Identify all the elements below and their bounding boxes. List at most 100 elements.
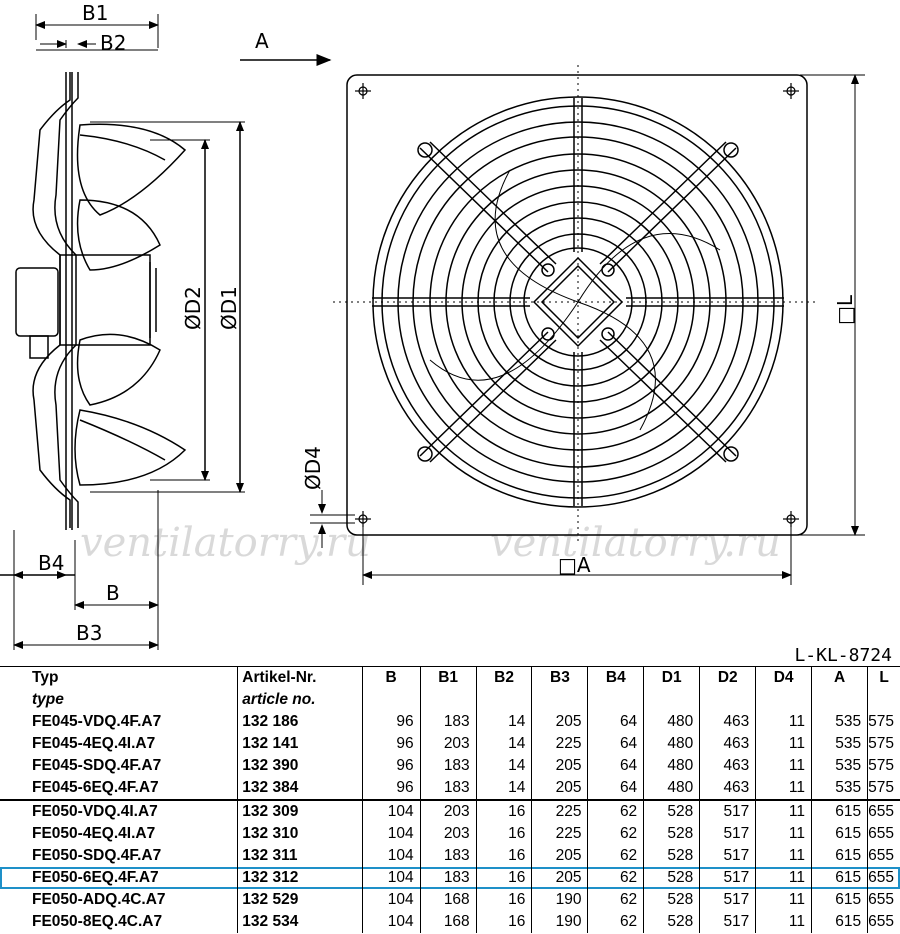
cell-type: FE045-VDQ.4F.A7 (32, 713, 162, 730)
header-article-sub: article no. (242, 691, 316, 708)
cell-b3: 225 (531, 733, 588, 755)
header-b: B (361, 666, 421, 711)
cell-b3: 205 (531, 711, 588, 733)
cell-d4: 11 (755, 777, 812, 800)
cell-b2: 16 (475, 911, 532, 933)
cell-b2: 14 (475, 777, 532, 800)
table-header-row: Typ type Artikel-Nr. article no. B B1 B2… (0, 666, 900, 711)
cell-article: 132 309 (237, 799, 363, 823)
cell-b4: 62 (587, 867, 644, 889)
cell-d1: 528 (643, 867, 700, 889)
cell-d1: 528 (643, 823, 700, 845)
cell-d1: 528 (643, 845, 700, 867)
cell-d2: 463 (699, 755, 756, 777)
cell-b1: 183 (419, 845, 477, 867)
cell-type: FE050-ADQ.4C.A7 (32, 891, 166, 908)
cell-b1: 183 (419, 711, 477, 733)
cell-b3: 205 (531, 777, 588, 800)
cell-b4: 64 (587, 733, 644, 755)
side-dimensions (13, 14, 245, 650)
cell-l: 655 (867, 889, 900, 911)
cell-d4: 11 (755, 799, 812, 823)
cell-a: 615 (810, 799, 868, 823)
cell-b1: 183 (419, 755, 477, 777)
cell-b: 96 (361, 755, 421, 777)
cell-l: 655 (867, 823, 900, 845)
cell-l: 575 (867, 711, 900, 733)
cell-b1: 168 (419, 889, 477, 911)
cell-b: 104 (361, 845, 421, 867)
label-d1: ØD1 (217, 286, 241, 330)
cell-b1: 183 (419, 867, 477, 889)
cell-b1: 183 (419, 777, 477, 800)
header-b2: B2 (475, 666, 532, 711)
cell-a: 535 (810, 733, 868, 755)
front-view (346, 74, 808, 536)
cell-b2: 16 (475, 889, 532, 911)
cell-article: 132 312 (237, 867, 363, 889)
cell-d2: 517 (699, 845, 756, 867)
cell-d1: 528 (643, 911, 700, 933)
cell-b2: 16 (475, 867, 532, 889)
label-view-a: A (255, 29, 269, 53)
cell-a: 535 (810, 711, 868, 733)
cell-a: 615 (810, 889, 868, 911)
label-b1: B1 (82, 1, 108, 25)
front-dimensions (310, 74, 865, 585)
header-article-main: Artikel-Nr. (242, 669, 317, 686)
cell-b: 104 (361, 889, 421, 911)
header-d1: D1 (643, 666, 700, 711)
cell-d4: 11 (755, 711, 812, 733)
cell-b1: 203 (419, 823, 477, 845)
cell-d2: 517 (699, 823, 756, 845)
cell-b: 96 (361, 733, 421, 755)
mounting-holes (355, 83, 799, 527)
cell-type: FE050-4EQ.4I.A7 (32, 825, 156, 842)
cell-b4: 62 (587, 823, 644, 845)
cell-l: 655 (867, 845, 900, 867)
dimension-table: Typ type Artikel-Nr. article no. B B1 B2… (0, 666, 900, 933)
cell-d1: 480 (643, 755, 700, 777)
cell-b: 96 (361, 777, 421, 800)
cell-b2: 14 (475, 755, 532, 777)
cell-d4: 11 (755, 755, 812, 777)
cell-a: 535 (810, 755, 868, 777)
cell-b4: 62 (587, 889, 644, 911)
cell-l: 655 (867, 867, 900, 889)
cell-d4: 11 (755, 733, 812, 755)
cell-l: 575 (867, 777, 900, 800)
cell-article: 132 390 (237, 755, 363, 777)
label-b3: B3 (76, 621, 102, 645)
cell-l: 655 (867, 799, 900, 823)
header-type-sub: type (32, 691, 64, 708)
header-a: A (810, 666, 868, 711)
cell-article: 132 186 (237, 711, 363, 733)
drawing-code: L-KL-8724 (794, 645, 892, 666)
cell-b2: 16 (475, 799, 532, 823)
cell-b: 104 (361, 867, 421, 889)
cell-b3: 190 (531, 889, 588, 911)
cell-d2: 463 (699, 711, 756, 733)
watermark-right: ventilatorry.ru (490, 520, 781, 566)
cell-type: FE045-6EQ.4F.A7 (32, 779, 159, 796)
cell-article: 132 141 (237, 733, 363, 755)
cell-d4: 11 (755, 823, 812, 845)
cell-b3: 225 (531, 823, 588, 845)
cell-d4: 11 (755, 889, 812, 911)
cell-b2: 14 (475, 711, 532, 733)
label-b2: B2 (100, 31, 126, 55)
header-d2: D2 (699, 666, 756, 711)
cell-type: FE050-SDQ.4F.A7 (32, 847, 162, 864)
cell-a: 535 (810, 777, 868, 800)
cell-b: 104 (361, 799, 421, 823)
label-b: B (106, 581, 120, 605)
cell-d2: 463 (699, 733, 756, 755)
cell-b3: 205 (531, 845, 588, 867)
cell-d1: 528 (643, 889, 700, 911)
header-b3: B3 (531, 666, 588, 711)
cell-d1: 480 (643, 711, 700, 733)
